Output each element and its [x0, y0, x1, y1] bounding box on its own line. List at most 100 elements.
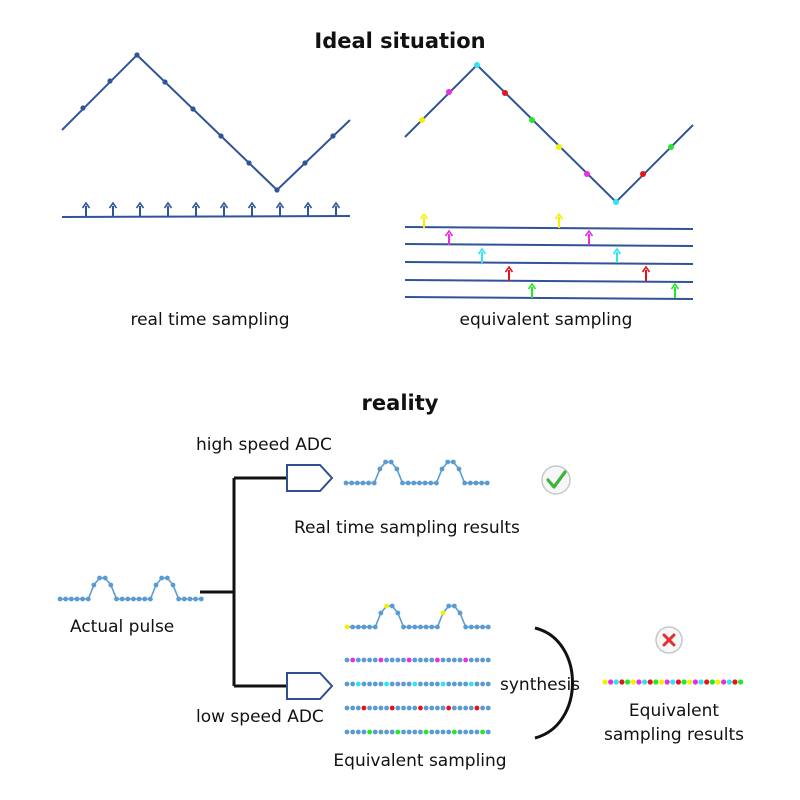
equivalent-flat-row-0-dot-13: [418, 657, 423, 663]
equivalent-pulse-dot-15: [429, 624, 435, 630]
sampling-arrow-3-0-head: [504, 265, 514, 273]
actual-pulse-dot-25: [198, 596, 204, 602]
equivalent-flat-row-0-dot-21: [463, 657, 469, 663]
equivalent-flat-row-2-dot-9: [395, 705, 401, 711]
high-speed-adc-label: high speed ADC: [196, 435, 332, 455]
equivalent-result-dot-0: [602, 679, 608, 685]
actual-pulse-dot-23: [187, 596, 193, 602]
equivalent-result-dot-20: [715, 679, 721, 685]
equivalent-flat-row-2-dot-2: [355, 705, 361, 711]
actual-pulse-dot-17: [153, 582, 159, 588]
equivalent-flat-row-3-dot-16: [435, 729, 440, 735]
equivalent-result-dot-10: [658, 679, 665, 685]
colored-sample-dot-0: [419, 117, 425, 123]
equivalent-flat-row-3-dot-9: [395, 729, 401, 735]
colored-sample-dot-6: [584, 171, 590, 177]
sampling-arrow-2-1-head: [612, 247, 622, 255]
equivalent-flat-row-0-dot-20: [457, 657, 463, 663]
equivalent-flat-row-2-dot-6: [378, 705, 384, 711]
colored-sample-dot-9: [668, 144, 674, 150]
equivalent-result-dot-12: [670, 679, 676, 685]
equivalent-flat-row-3-dot-2: [355, 729, 361, 735]
real-time-result-pulse-dot-18: [445, 459, 451, 465]
actual-pulse-label: Actual pulse: [70, 617, 174, 637]
equivalent-flat-row-2-dot-5: [372, 705, 378, 711]
sample-dot-7: [274, 187, 280, 193]
real-time-result-pulse-dot-9: [394, 466, 400, 472]
ideal-equivalent-waveform: [404, 62, 694, 300]
equivalent-flat-row-0-dot-12: [412, 657, 418, 663]
equivalent-flat-row-2-dot-4: [367, 705, 372, 711]
equivalent-flat-row-3-dot-22: [468, 729, 474, 735]
real-time-result-pulse-line: [346, 461, 488, 484]
equivalent-flat-row-3-dot-10: [401, 729, 406, 735]
equivalent-flat-row-0-dot-15: [429, 657, 435, 663]
equivalent-pulse-dot-23: [474, 624, 480, 630]
actual-pulse-dot-2: [68, 596, 74, 602]
equivalent-flat-row-1-dot-18: [446, 681, 452, 687]
check-badge: [541, 465, 571, 495]
equivalent-flat-row-0-dot-25: [485, 657, 491, 663]
equivalent-result-dot-18: [704, 679, 710, 685]
equivalent-pulse-dot-10: [401, 624, 406, 630]
equivalent-flat-row-0-dot-4: [367, 657, 372, 663]
sample-arrow-7-head: [275, 201, 285, 209]
equivalent-flat-row-1-dot-17: [440, 681, 446, 687]
equivalent-flat-row-0-dot-1: [350, 657, 356, 663]
equivalent-flat-row-1-dot-0: [344, 681, 350, 687]
equivalent-flat-row-3-dot-14: [423, 729, 429, 735]
equivalent-result-dot-8: [647, 679, 653, 685]
actual-pulse-dot-4: [80, 596, 85, 602]
equivalent-flat-row-3-dot-0: [344, 729, 350, 735]
equivalent-pulse-dot-17: [440, 610, 446, 616]
sample-dot-5: [218, 133, 224, 139]
equivalent-flat-row-3-dot-18: [446, 729, 452, 735]
equivalent-result-dot-7: [641, 679, 648, 685]
equivalent-pulse-dot-22: [468, 624, 474, 630]
actual-pulse-dot-16: [148, 596, 153, 602]
equivalent-flat-row-1-dot-12: [412, 681, 418, 687]
equivalent-flat-row-3-dot-24: [480, 729, 485, 735]
sampling-arrow-0-1-head: [554, 212, 564, 220]
equivalent-pulse-dot-8: [389, 603, 395, 609]
equivalent-flat-row-1-dot-19: [451, 681, 457, 687]
equivalent-pulse-dot-9: [395, 610, 401, 616]
sample-arrow-4-head: [191, 201, 201, 209]
synthesis-brace: [534, 626, 574, 740]
equivalent-result-dot-24: [738, 679, 744, 685]
equivalent-flat-row-3-dot-1: [350, 729, 356, 735]
equivalent-flat-row-0-dot-3: [361, 657, 367, 663]
equivalent-flat-row-3-dot-17: [440, 729, 446, 735]
equivalent-flat-row-2-dot-18: [446, 705, 452, 711]
actual-pulse-dot-6: [91, 582, 97, 588]
real-time-result-pulse-dot-22: [467, 480, 473, 486]
actual-pulse-dot-13: [131, 596, 136, 602]
time-axis: [61, 215, 351, 218]
actual-pulse-dot-14: [136, 596, 142, 602]
equivalent-flat-row-1-dot-14: [423, 681, 429, 687]
actual-pulse-dot-18: [159, 575, 165, 581]
sampling-arrow-1-0-head: [444, 229, 454, 237]
actual-pulse-dot-8: [102, 575, 108, 581]
equivalent-flat-row-2-dot-14: [423, 705, 429, 711]
equivalent-result-dot-11: [664, 679, 670, 685]
equivalent-flat-row-0-dot-24: [480, 657, 485, 663]
equivalent-flat-row-0-dot-6: [378, 657, 384, 663]
sample-arrow-9-head: [331, 201, 341, 209]
equivalent-result-dot-13: [675, 679, 682, 685]
actual-pulse-dot-3: [74, 596, 80, 602]
real-time-result-pulse-dot-1: [349, 480, 355, 486]
equivalent-result-dot-17: [698, 679, 704, 685]
real-time-result-pulse-dot-25: [484, 480, 490, 486]
equivalent-result-dot-4: [625, 679, 631, 685]
real-time-result-pulse-dot-6: [377, 466, 383, 472]
equivalent-result-dot-21: [721, 679, 727, 685]
real-time-result-pulse-dot-21: [462, 480, 468, 486]
sample-arrow-0-head: [81, 201, 91, 209]
real-time-result-pulse-dot-19: [450, 459, 456, 465]
actual-pulse-dot-24: [193, 596, 199, 602]
status-icons: [541, 465, 683, 654]
branch-lines: [200, 476, 286, 688]
equivalent-flat-row-1-dot-3: [361, 681, 367, 687]
equivalent-flat-row-0-dot-2: [355, 657, 361, 663]
